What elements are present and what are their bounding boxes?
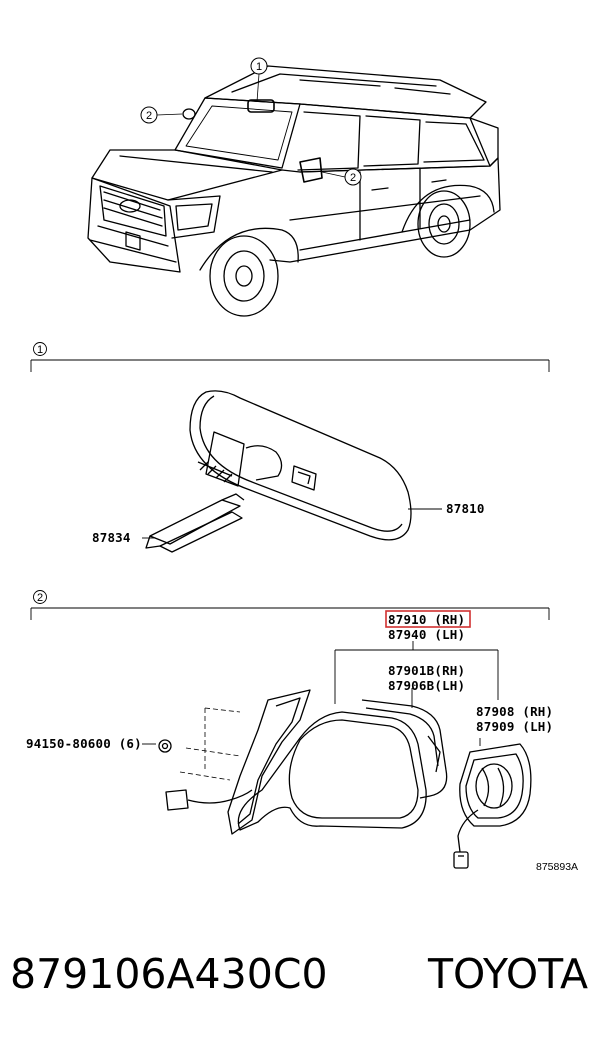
vehicle-illustration: [87, 65, 501, 317]
label-87906b-lh: 87906B(LH): [388, 678, 465, 693]
section-2-number: 2: [37, 592, 43, 604]
callout-2-mirror: 2: [350, 172, 356, 184]
vehicle-callouts: 1 2 2: [140, 57, 362, 186]
section-1-number: 1: [37, 344, 43, 356]
footer-part-number: 879106A430C0: [10, 950, 328, 998]
assembly-leader-lines: [334, 641, 499, 746]
label-87901b-rh: 87901B(RH): [388, 663, 465, 678]
inner-mirror-illustration: [145, 390, 412, 553]
label-94150-80600: 94150-80600 (6): [26, 736, 142, 751]
label-87909-lh: 87909 (LH): [476, 719, 553, 734]
highlighted-part-box: [385, 610, 471, 628]
footer-brand: TOYOTA: [427, 950, 588, 998]
section-2-bracket: [30, 590, 550, 620]
callout-2-sensor: 2: [146, 110, 152, 122]
label-87810: 87810: [446, 501, 485, 516]
label-87910-rh[interactable]: 87910 (RH): [388, 612, 465, 627]
section-1-bracket: [30, 342, 550, 372]
illustration-code: 875893A: [536, 861, 578, 873]
outer-mirror-illustration: [158, 689, 532, 869]
label-87940-lh: 87940 (LH): [388, 627, 465, 642]
callout-1-vehicle: 1: [256, 61, 262, 73]
label-87834: 87834: [92, 530, 131, 545]
label-87908-rh: 87908 (RH): [476, 704, 553, 719]
